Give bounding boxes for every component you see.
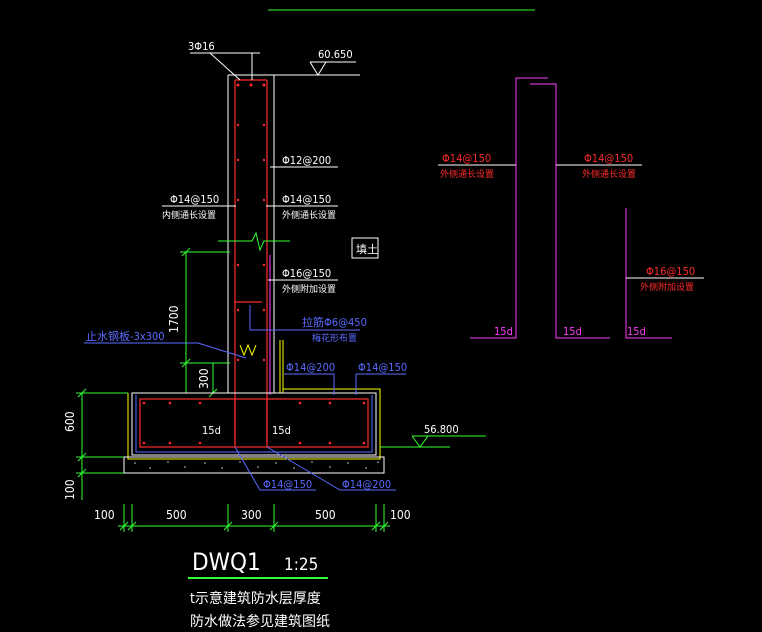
waterstop-plate [239, 340, 284, 393]
dim-bottom-3: 300 [241, 508, 262, 522]
detail-bar1-note: 外侧通长设置 [440, 168, 494, 180]
outer-bar-label: Φ14@150 [282, 193, 331, 206]
dim-600: 600 [63, 411, 77, 432]
horizontal-dims [118, 504, 390, 532]
detail-anchor1: 15d [494, 325, 513, 338]
top-bar-leader [190, 52, 260, 81]
detail-leaders [438, 164, 704, 279]
detail-bar2-note: 外侧通长设置 [582, 168, 636, 180]
footing-rebar [139, 398, 369, 448]
footing-blue-layer [135, 395, 373, 453]
anchor-left: 15d [202, 424, 221, 437]
bottom-bar-left: Φ14@150 [263, 478, 312, 491]
anchor-right: 15d [272, 424, 291, 437]
inner-bar-label: Φ14@150 [170, 193, 219, 206]
tie-bar-note: 梅花形布置 [312, 332, 357, 344]
dim-bottom-1: 100 [94, 508, 115, 522]
dim-bottom-5: 100 [390, 508, 411, 522]
footing-bar-left: Φ14@200 [286, 361, 335, 374]
soil-tag-box [351, 237, 379, 259]
bottom-bar-leaders [234, 446, 396, 491]
top-bars-label: 3Φ16 [188, 40, 215, 53]
detail-bar3-note: 外侧附加设置 [640, 281, 694, 293]
tie-bar-leader [249, 305, 360, 331]
detail-anchor3: 15d [627, 325, 646, 338]
note-line-2: 防水做法参见建筑图纸 [190, 613, 330, 630]
vert-rebar-label: Φ12@200 [282, 154, 331, 167]
footing-rebar-dots [142, 401, 366, 445]
footing-bar-leaders [284, 373, 406, 395]
bottom-elevation-marker [380, 435, 486, 448]
waterstop-leader [84, 342, 247, 359]
add-bar-label: Φ16@150 [282, 267, 331, 280]
dim-300-vertical: 300 [197, 368, 211, 389]
soil-tag: 填土 [356, 242, 378, 256]
footing-waterproof [127, 388, 381, 460]
drawing-scale: 1:25 [284, 555, 318, 575]
horizontal-dim-labels: 100 500 300 500 100 [94, 508, 411, 522]
detail-bar1: Φ14@150 [442, 152, 491, 165]
dim-bottom-2: 500 [166, 508, 187, 522]
vertical-dims-footing [76, 388, 128, 500]
wall-rebar-dots [236, 83, 266, 362]
top-elevation-marker [274, 61, 360, 76]
detail-bar2: Φ14@150 [584, 152, 633, 165]
footing-outline [131, 392, 377, 456]
detail-anchor2: 15d [563, 325, 582, 338]
bottom-elevation-label: 56.800 [424, 423, 459, 436]
wall-rebar-cage [234, 79, 268, 445]
tie-bar-label: 拉筋Φ6@450 [302, 315, 367, 329]
outer-bar-note: 外侧通长设置 [282, 209, 336, 221]
wall-outline [227, 74, 275, 393]
inner-bar-note: 内侧通长设置 [162, 209, 216, 221]
top-elevation-label: 60.650 [318, 48, 353, 61]
add-bar-note: 外侧附加设置 [282, 283, 336, 295]
dim-bottom-4: 500 [315, 508, 336, 522]
break-line [218, 231, 290, 252]
blinding-layer [123, 456, 385, 474]
bottom-bar-right: Φ14@200 [342, 478, 391, 491]
dim-100-vertical: 100 [63, 479, 77, 500]
detail-bars [470, 77, 672, 339]
dim-1700: 1700 [167, 305, 181, 333]
note-line-1: t示意建筑防水层厚度 [190, 590, 321, 607]
waterstop-label: 止水钢板-3x300 [86, 329, 165, 343]
detail-bar3: Φ16@150 [646, 265, 695, 278]
footing-bar-right: Φ14@150 [358, 361, 407, 374]
drawing-title: DWQ1 [192, 548, 261, 576]
vertical-dims-wall [180, 247, 230, 398]
